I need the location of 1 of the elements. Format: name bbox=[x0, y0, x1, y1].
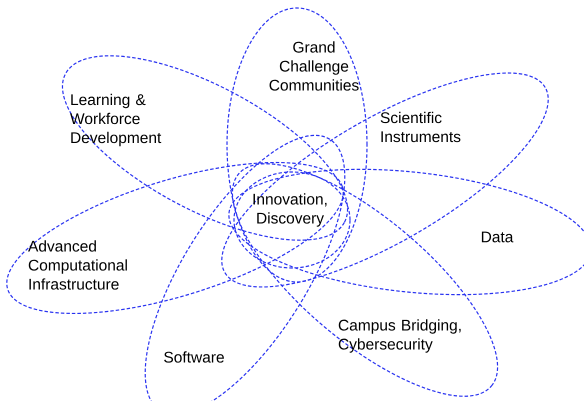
ellipse-node: Innovation, Discovery bbox=[233, 171, 351, 269]
